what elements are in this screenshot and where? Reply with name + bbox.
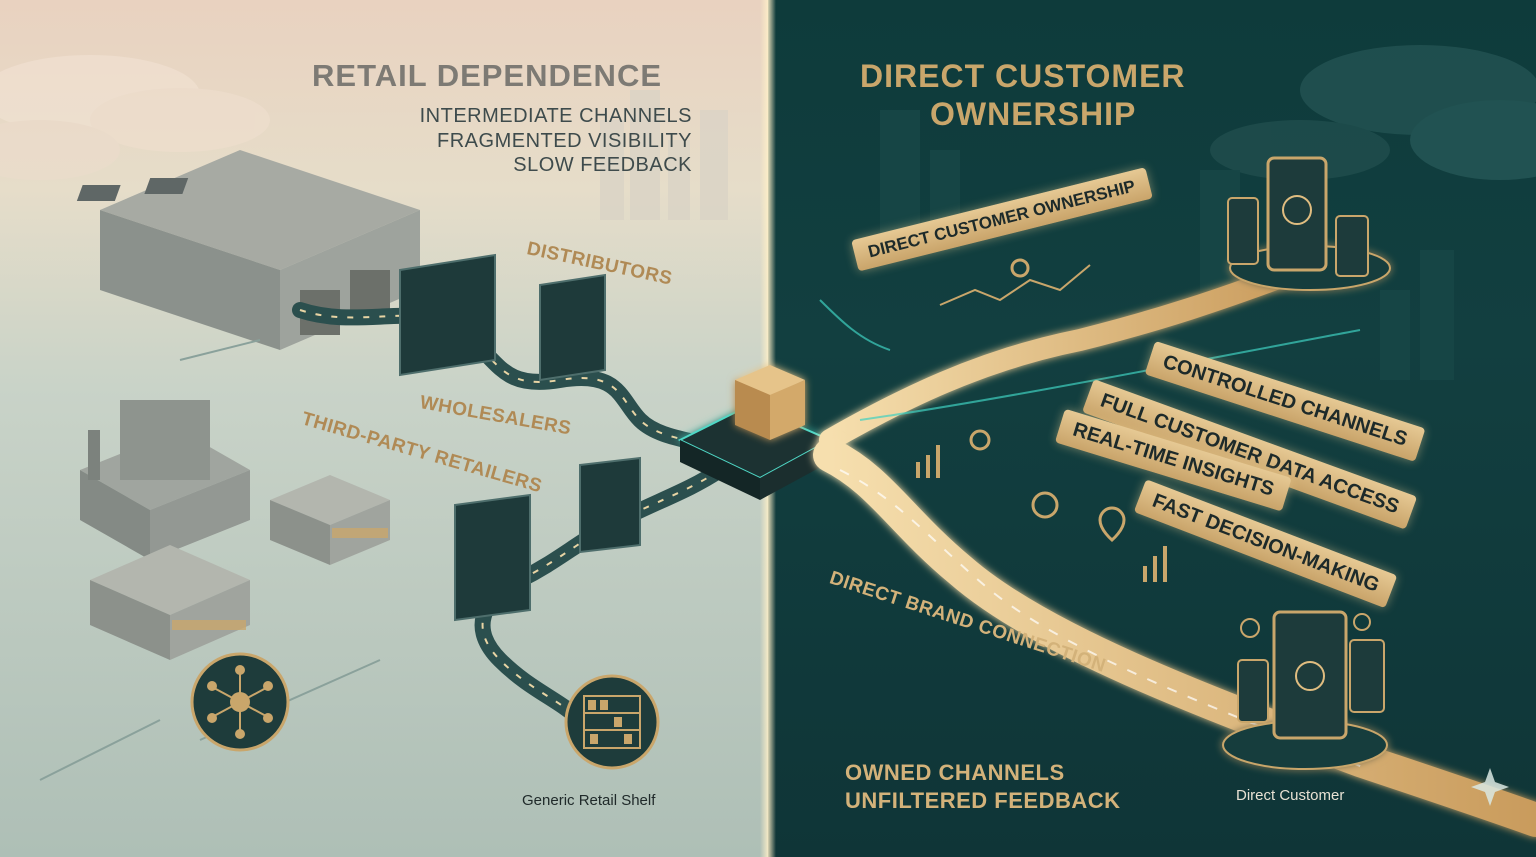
direct-customer-caption: Direct Customer [1236, 787, 1345, 804]
shelf-caption: Generic Retail Shelf [522, 792, 656, 809]
right-clouds [1210, 45, 1536, 180]
factory-building [80, 400, 250, 560]
left-skyline [600, 90, 728, 220]
right-title-line-2: OWNERSHIP [930, 96, 1137, 132]
network-hub-icon [190, 652, 290, 752]
left-title: RETAIL DEPENDENCE [312, 58, 663, 93]
left-subtitle-line-1: INTERMEDIATE CHANNELS [419, 105, 692, 127]
left-subtitle-line-3: SLOW FEEDBACK [513, 154, 692, 176]
direct-channel-highway [813, 259, 1536, 837]
left-clouds [0, 55, 270, 180]
product-box-icon [735, 365, 805, 440]
right-title-line-1: DIRECT CUSTOMER [860, 58, 1186, 94]
bottom-line-owned-channels: OWNED CHANNELS [845, 760, 1065, 785]
storefront-icon [270, 475, 390, 565]
gear-icon [969, 258, 1059, 519]
chart-icon [916, 264, 1167, 582]
tablet-icon [1227, 156, 1369, 277]
distributor-screen [399, 253, 606, 382]
shelf-icon [564, 674, 660, 770]
retailer-screen [454, 456, 641, 622]
tablet-icon-2 [1237, 610, 1385, 740]
bottom-line-unfiltered-feedback: UNFILTERED FEEDBACK [845, 788, 1121, 813]
storefront-icon-2 [90, 545, 250, 660]
sparkle-icon [1471, 768, 1509, 806]
left-subtitle-line-2: FRAGMENTED VISIBILITY [437, 130, 692, 152]
location-pin-icon [1098, 506, 1126, 542]
